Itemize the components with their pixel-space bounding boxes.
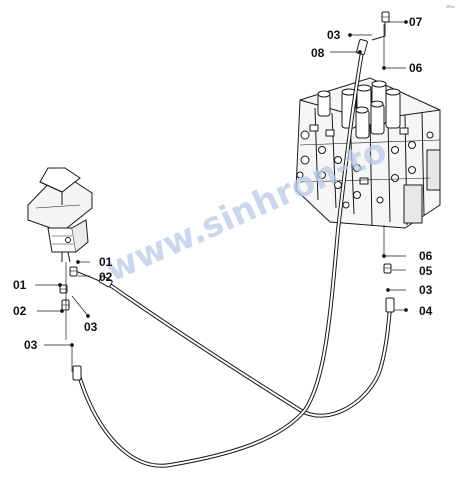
pedal-fittings bbox=[59, 266, 78, 311]
callout-label: 06 bbox=[419, 249, 433, 263]
callout-label: 03 bbox=[419, 283, 433, 297]
hose-lines bbox=[76, 50, 392, 468]
leader-lines bbox=[35, 20, 408, 372]
callout-label: 03 bbox=[84, 320, 98, 334]
callout-label: 03 bbox=[24, 338, 38, 352]
control-valve-block bbox=[295, 77, 441, 229]
callout-label: 05 bbox=[419, 264, 433, 278]
callout-label: 08 bbox=[311, 46, 325, 60]
hose-end-fittings bbox=[72, 11, 395, 381]
callout-label: 07 bbox=[409, 15, 423, 29]
callout-labels: 07 03 08 06 01 02 01 02 03 03 06 05 03 0… bbox=[13, 15, 433, 352]
callout-label: 04 bbox=[419, 304, 433, 318]
corner-mark: JPxx bbox=[446, 4, 455, 9]
callout-label: 03 bbox=[327, 28, 341, 42]
callout-label: 01 bbox=[99, 255, 113, 269]
pedal-valve bbox=[27, 167, 93, 263]
callout-label: 01 bbox=[13, 278, 27, 292]
callout-label: 02 bbox=[99, 270, 113, 284]
callout-label: 06 bbox=[409, 61, 423, 75]
callout-label: 02 bbox=[13, 304, 27, 318]
